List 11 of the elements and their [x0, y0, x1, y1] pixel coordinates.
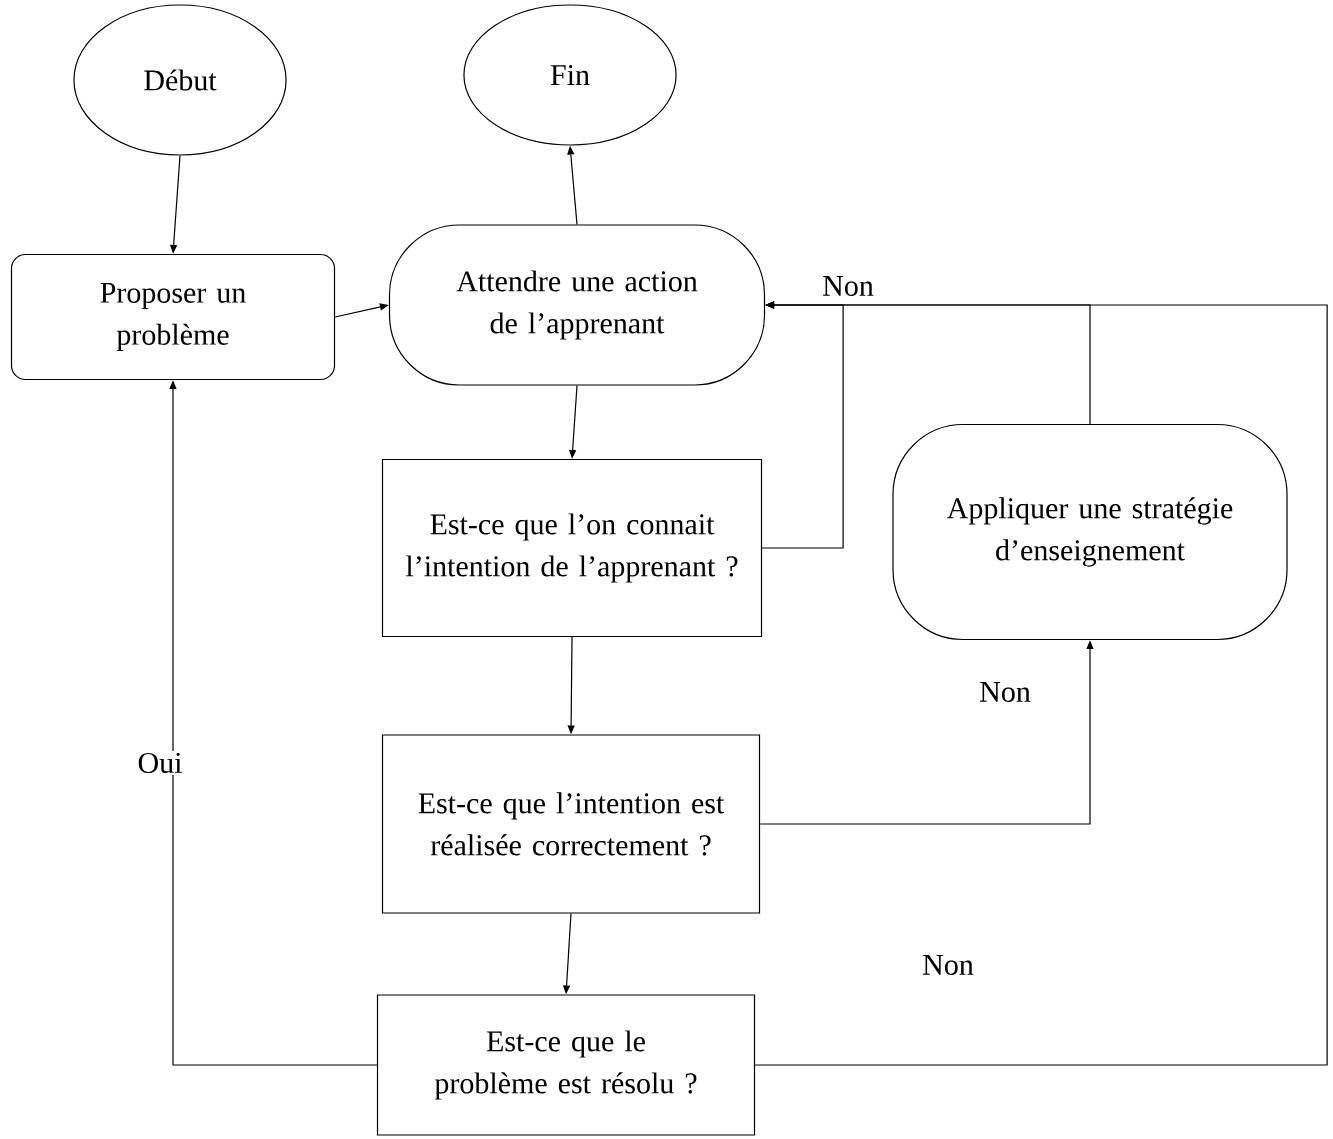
decision-box: Est-ce que l’intention est réalisée correctement ?	[381, 734, 761, 914]
arrow	[754, 301, 1328, 1066]
decision-box: Est-ce que l’on connait l’intention de l’apprenant ?	[381, 458, 763, 638]
edge-label: Non	[977, 680, 1033, 704]
process-box: Appliquer une stratégie d’enseignement	[892, 423, 1288, 641]
edge-label: Non	[920, 953, 976, 977]
edge-label: Oui	[135, 750, 185, 776]
process-box: Attendre une action de l’apprenant	[388, 224, 766, 386]
decision-box: Est-ce que le problème est résolu ?	[376, 994, 756, 1136]
process-box: Proposer un problème	[10, 253, 336, 381]
edge-label: Non	[820, 274, 876, 298]
